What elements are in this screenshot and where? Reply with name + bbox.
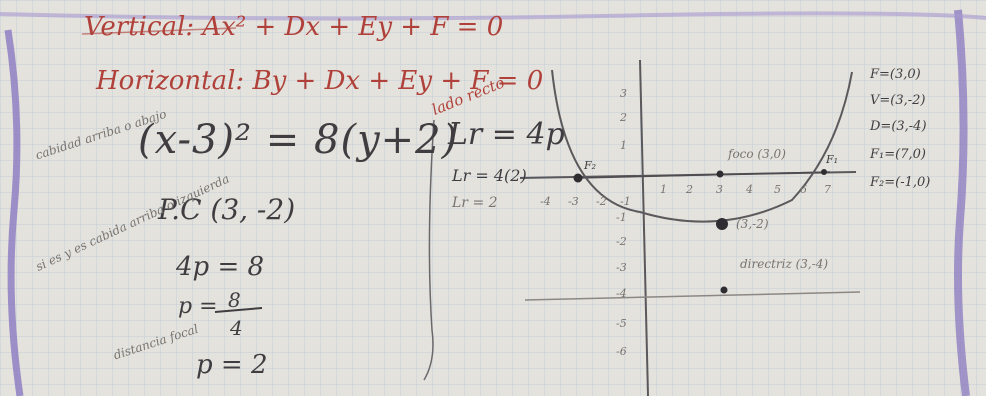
summary-vertex: V=(3,-2) xyxy=(870,93,926,108)
point-focus xyxy=(716,170,724,178)
point-directrix xyxy=(720,286,728,294)
y-tick: -6 xyxy=(616,345,627,358)
point-f1 xyxy=(821,169,827,175)
y-tick: 2 xyxy=(620,111,627,124)
latus-rectum-half: Lr = 2 xyxy=(452,195,498,211)
summary-f2: F₂=(-1,0) xyxy=(870,175,931,190)
p-value: p = 2 xyxy=(196,350,268,380)
y-tick: -2 xyxy=(616,235,627,248)
main-equation: (x-3)² = 8(y+2) xyxy=(138,117,459,163)
summary-f1: F₁=(7,0) xyxy=(870,147,926,162)
vertex-center: P.C (3, -2) xyxy=(158,193,296,226)
latus-rectum-definition: Lr = 4p xyxy=(448,117,565,152)
x-tick: 2 xyxy=(686,183,693,196)
x-tick: 3 xyxy=(716,183,723,196)
x-tick-negative: -3 xyxy=(568,195,579,208)
latus-rectum-calc: Lr = 4(2) xyxy=(452,166,527,185)
purple-margin-top xyxy=(0,11,986,21)
horizontal-equation: Horizontal: By + Dx + Ey + F = 0 xyxy=(96,66,544,96)
four-p-equation: 4p = 8 xyxy=(176,252,265,282)
y-tick: 3 xyxy=(620,87,627,100)
point-vertex xyxy=(716,218,728,230)
focus-label: foco (3,0) xyxy=(728,147,786,161)
p-fraction-denominator: 4 xyxy=(230,316,243,340)
y-tick: 1 xyxy=(620,139,627,152)
f2-label: F₂ xyxy=(584,159,597,172)
purple-margin-left xyxy=(4,29,24,396)
vertical-equation: Vertical: Ax² + Dx + Ey + F = 0 xyxy=(84,12,504,42)
x-tick: 5 xyxy=(774,183,781,196)
y-tick: -3 xyxy=(616,261,627,274)
y-tick: -5 xyxy=(616,317,627,330)
x-tick: 4 xyxy=(746,183,753,196)
x-tick: 6 xyxy=(800,183,807,196)
f1-label: F₁ xyxy=(826,153,839,166)
x-tick-negative: -4 xyxy=(540,195,551,208)
x-tick-negative: -1 xyxy=(620,195,631,208)
directrix-label: directriz (3,-4) xyxy=(740,257,829,271)
pencil-vertical-line xyxy=(423,119,435,381)
vertex-label: (3,-2) xyxy=(736,217,769,231)
summary-directrix: D=(3,-4) xyxy=(870,119,927,134)
x-tick: 1 xyxy=(660,183,667,196)
x-tick-negative: -2 xyxy=(596,195,607,208)
x-tick: 7 xyxy=(824,183,831,196)
parabola-curve xyxy=(551,69,853,223)
p-prefix: p = xyxy=(178,294,218,319)
summary-focus: F=(3,0) xyxy=(870,67,921,82)
y-tick: -4 xyxy=(616,287,627,300)
purple-margin-right xyxy=(954,9,970,396)
y-tick: -1 xyxy=(616,211,627,224)
p-fraction-numerator: 8 xyxy=(228,288,241,312)
directrix-line xyxy=(524,291,861,301)
y-axis xyxy=(639,59,649,396)
point-f2 xyxy=(573,173,583,183)
latus-rectum-line xyxy=(577,171,831,179)
